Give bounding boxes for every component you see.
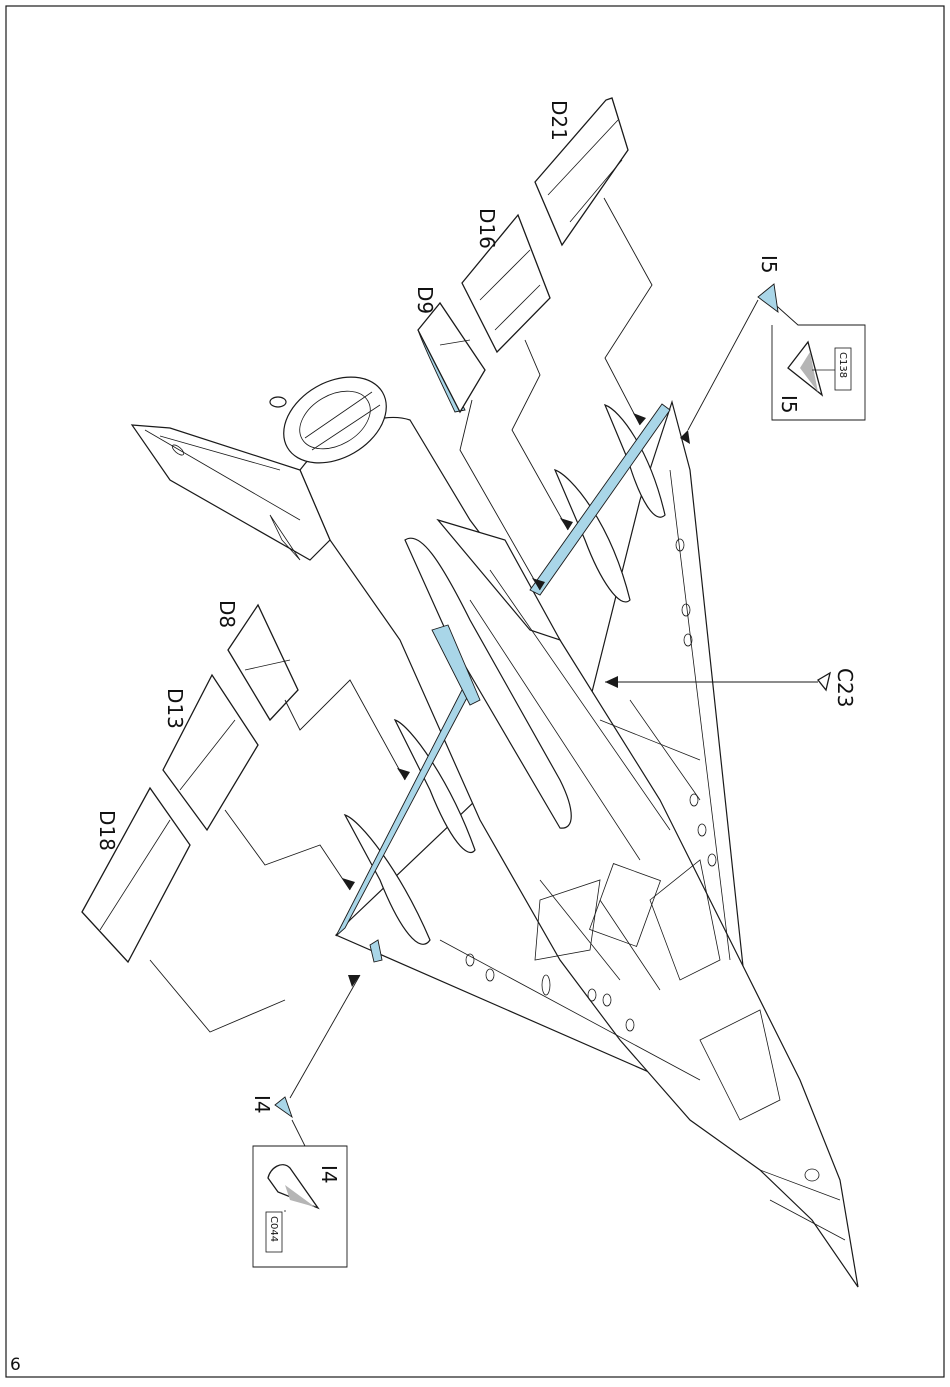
detail-I4-part <box>268 1165 318 1208</box>
part-I5-drawing <box>758 284 778 312</box>
label-D16: D16 <box>475 208 499 249</box>
paint-code-I5: C138 <box>837 352 848 378</box>
detail-box-I4: C044 I4 <box>266 1165 341 1252</box>
label-D8: D8 <box>215 600 239 628</box>
label-I5: I5 <box>757 255 781 274</box>
label-D21: D21 <box>547 100 571 141</box>
detail-label-I5: I5 <box>777 395 801 414</box>
part-D9-drawing <box>418 303 485 412</box>
part-C23-drawing <box>818 673 830 690</box>
detail-box-I5: C138 I5 <box>777 342 851 414</box>
label-D18: D18 <box>95 810 119 851</box>
aircraft-underside <box>132 360 858 1287</box>
detail-label-I4: I4 <box>317 1165 341 1184</box>
label-C23: C23 <box>833 668 857 707</box>
label-D13: D13 <box>163 688 187 729</box>
drop-tank-inner-starboard <box>555 470 630 602</box>
page-number: 6 <box>10 1355 21 1375</box>
paint-code-I4: C044 <box>268 1216 279 1242</box>
arrow-D21 <box>633 413 646 425</box>
part-I4-drawing <box>275 1097 292 1117</box>
label-I4: I4 <box>250 1095 274 1114</box>
exhaust-pipe <box>270 397 286 407</box>
label-D9: D9 <box>413 286 437 314</box>
